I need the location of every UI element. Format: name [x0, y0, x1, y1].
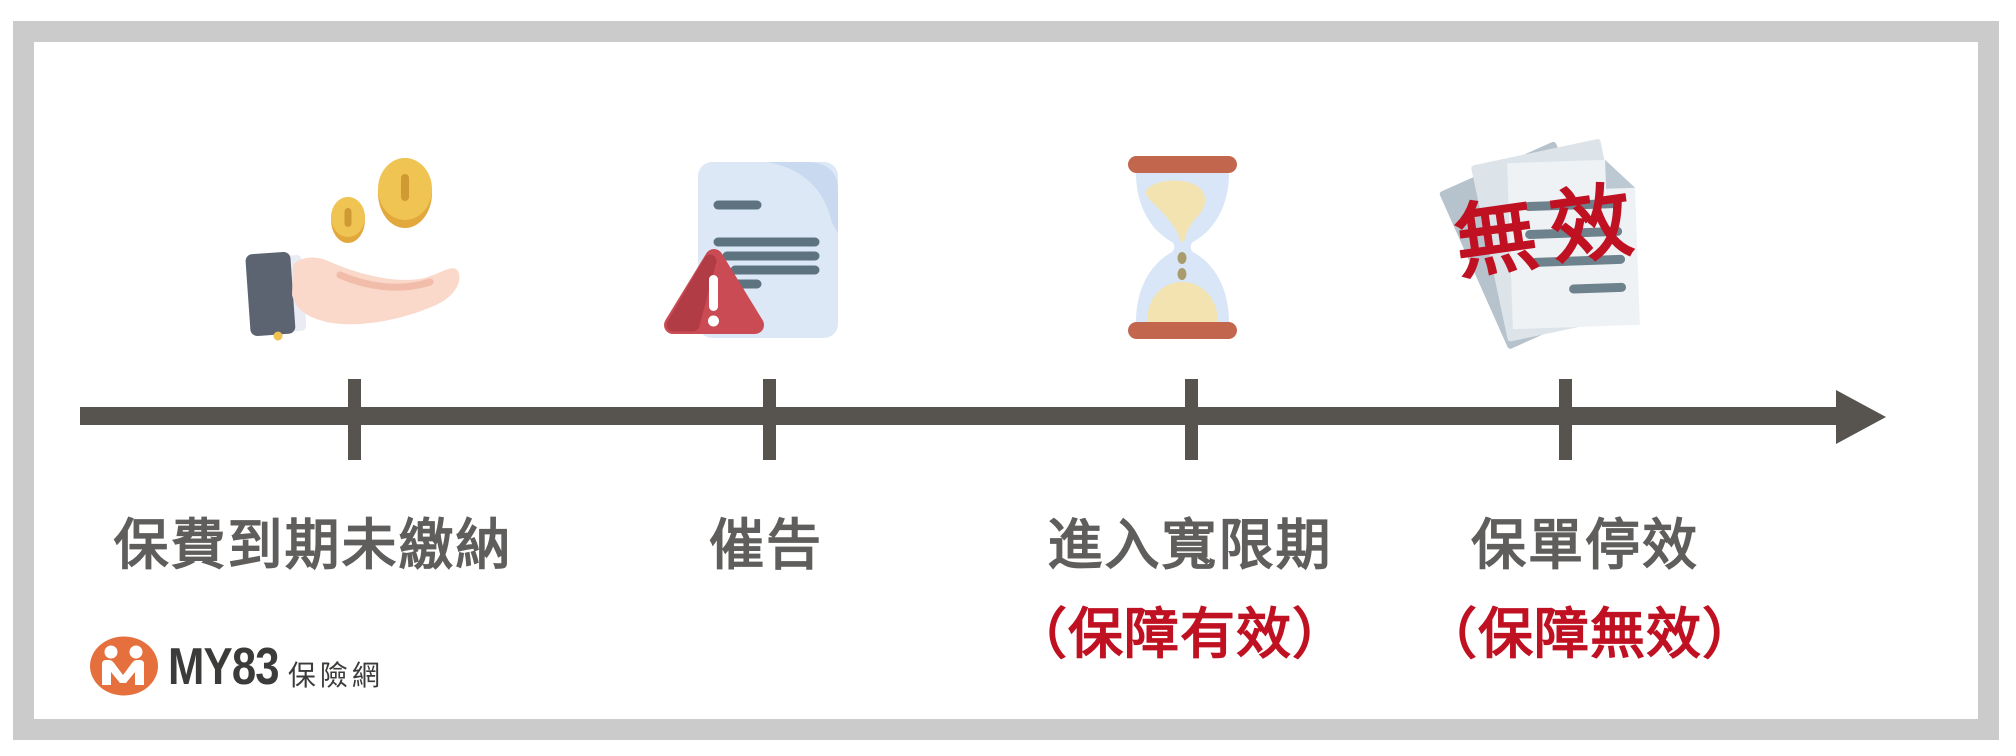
stage-sublabel-coverage-invalid: （保障無效） [1421, 603, 1759, 665]
stage-label-grace-period: 進入寬限期 [1047, 514, 1333, 576]
stage-label-premium-unpaid: 保費到期未繳納 [113, 514, 513, 576]
timeline-tick-2 [763, 379, 776, 460]
stage-sublabel-coverage-valid: （保障有效） [1011, 603, 1349, 665]
timeline-axis [80, 407, 1838, 425]
invalid-papers-icon: 無效 [1439, 139, 1652, 349]
my83-logo-mark-icon [90, 636, 158, 696]
timeline-arrowhead-icon [1836, 390, 1886, 444]
stage-label-policy-suspended: 保單停效 [1470, 514, 1700, 576]
timeline-tick-1 [348, 379, 361, 460]
timeline-tick-3 [1185, 379, 1198, 460]
brand-suffix: 保險網 [287, 660, 384, 691]
brand-logo: MY83 保險網 [90, 634, 384, 700]
hourglass-icon [1128, 156, 1237, 339]
warning-document-icon [664, 162, 838, 338]
brand-name: MY83 [168, 638, 280, 696]
stage-label-notice: 催告 [708, 514, 824, 576]
timeline-tick-4 [1559, 379, 1572, 460]
hand-coins-icon [245, 158, 460, 341]
